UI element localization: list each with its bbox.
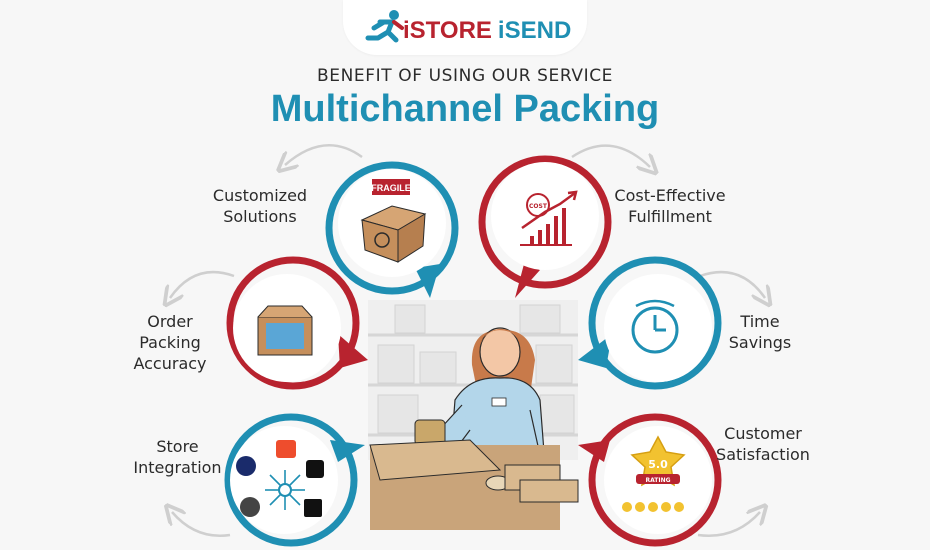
tiktok-icon (306, 460, 324, 478)
time-circle (578, 256, 722, 390)
benefit-cost-effective: Cost-Effective Fulfillment (600, 185, 740, 227)
rating-badge-icon: 5.0 RATING (622, 435, 686, 512)
benefit-line: Cost-Effective (614, 186, 726, 205)
subtitle: BENEFIT OF USING OUR SERVICE (316, 66, 614, 86)
benefit-line: Order (147, 312, 193, 331)
rating-label: RATING (645, 477, 670, 484)
clock-icon (631, 299, 679, 354)
packing-worker-illustration (369, 327, 579, 530)
benefit-line: Store (156, 437, 199, 456)
connector-arrows (170, 144, 765, 537)
lazada-icon (236, 456, 256, 476)
open-box-icon (257, 305, 313, 356)
cost-chart-icon: COST (520, 190, 578, 246)
fragile-label: FRAGILE (371, 183, 411, 193)
zalora-icon (304, 499, 322, 517)
rating-value: 5.0 (648, 458, 668, 471)
cost-label: COST (529, 203, 548, 210)
benefit-line: Savings (728, 333, 792, 352)
fragile-box-icon: FRAGILE (360, 179, 427, 263)
benefit-line: Solutions (223, 207, 297, 226)
logo-part-1: iSTORE (403, 17, 492, 44)
benefit-line: Time (740, 312, 780, 331)
cost-circle (478, 155, 612, 298)
logo-part-2: iSEND (497, 17, 572, 44)
benefit-line: Accuracy (133, 354, 207, 373)
benefit-store-integration: Store Integration (120, 436, 235, 478)
benefit-line: Fulfillment (628, 207, 712, 226)
benefit-time-savings: Time Savings (715, 311, 805, 353)
benefit-order-accuracy: Order Packing Accuracy (120, 311, 220, 374)
benefit-line: Customized (212, 186, 308, 205)
benefit-line: Packing (139, 333, 201, 352)
benefit-line: Customer (724, 424, 802, 443)
benefit-line: Satisfaction (716, 445, 810, 464)
store-network-icon (236, 440, 324, 517)
benefit-line: Integration (133, 458, 222, 477)
runner-logo-icon (365, 10, 404, 43)
benefit-customized-solutions: Customized Solutions (200, 185, 320, 227)
logo-background (343, 0, 587, 55)
benefit-customer-satisfaction: Customer Satisfaction (708, 423, 818, 465)
web-icon (240, 497, 260, 517)
store-circle (224, 413, 365, 547)
page-title: Multichannel Packing (270, 88, 660, 130)
shopee-icon (276, 440, 296, 458)
